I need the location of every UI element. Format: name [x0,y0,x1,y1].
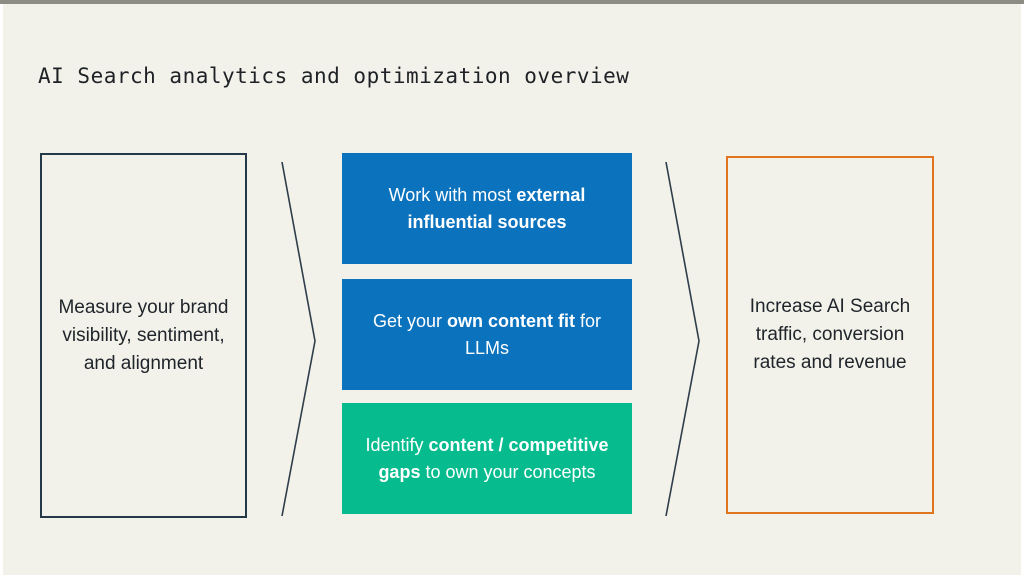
increase-traffic-box-label: Increase AI Search traffic, conversion r… [749,296,911,373]
external-sources-box-label: Work with most external influential sour… [388,184,586,232]
competitive-gaps-box-label: Identify content / competitive gaps to o… [365,434,609,482]
content-fit-box: Get your own content fit for LLMs [342,279,632,390]
measure-brand-box-label: Measure your brand visibility, sentiment… [58,296,229,374]
competitive-gaps-box: Identify content / competitive gaps to o… [342,403,632,514]
increase-traffic-box: Increase AI Search traffic, conversion r… [726,156,934,514]
page-title: AI Search analytics and optimization ove… [38,64,630,88]
top-edge-strip [0,0,1024,4]
flow-chevron-icon [665,161,700,517]
flow-chevron-icon [281,161,316,517]
external-sources-box: Work with most external influential sour… [342,153,632,264]
measure-brand-box: Measure your brand visibility, sentiment… [40,153,247,518]
content-fit-box-label: Get your own content fit for LLMs [372,310,602,358]
